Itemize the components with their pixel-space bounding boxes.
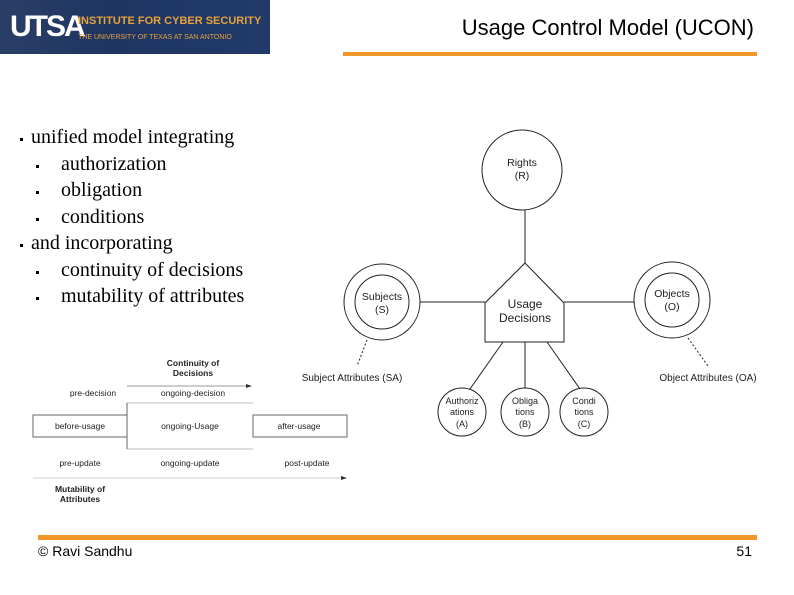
pre-update-label: pre-update — [59, 458, 100, 468]
mutability-label: Attributes — [60, 494, 100, 504]
obligations-label: (B) — [519, 419, 531, 429]
ucon-model-diagram — [343, 129, 711, 437]
mutability-label: Mutability of — [55, 484, 105, 494]
rights-node — [481, 129, 563, 211]
conditions-node — [559, 387, 609, 437]
objects-label: Objects — [654, 288, 690, 300]
ongoing-usage-label: ongoing-Usage — [161, 421, 219, 431]
utsa-logo: UTSA INSTITUTE FOR CYBER SECURITY THE UN… — [0, 0, 270, 54]
sub-bullet-item: continuity of decisions — [20, 257, 244, 284]
ongoing-decision-label: ongoing-decision — [161, 388, 226, 398]
subjects-label: (S) — [375, 304, 389, 316]
footer-rule — [38, 535, 757, 540]
subjects-label: Subjects — [362, 291, 402, 303]
rights-label: Rights — [507, 157, 537, 169]
ucon-model-labels: Rights (R) Subjects (S) Objects (O) Usag… — [302, 157, 757, 429]
logo-institute: INSTITUTE FOR CYBER SECURITY — [78, 15, 262, 27]
conditions-label: tions — [574, 407, 594, 417]
obligations-label: tions — [515, 407, 535, 417]
page-number: 51 — [736, 543, 752, 559]
sub-bullet-item: obligation — [20, 177, 244, 204]
usage-decisions-node — [484, 262, 565, 343]
continuity-label: Continuity of — [167, 358, 220, 368]
conditions-label: Condi — [572, 396, 596, 406]
pre-decision-label: pre-decision — [70, 388, 117, 398]
sub-bullet-item: conditions — [20, 204, 244, 231]
sub-bullet-item: mutability of attributes — [20, 283, 244, 310]
slide-title: Usage Control Model (UCON) — [461, 15, 754, 40]
bullet-list: unified model integrating authorization … — [20, 124, 244, 310]
continuity-label: Decisions — [173, 368, 213, 378]
before-usage-label: before-usage — [55, 421, 105, 431]
logo-wordmark: UTSA — [10, 10, 86, 43]
objects-label: (O) — [664, 301, 679, 313]
subject-attributes-label: Subject Attributes (SA) — [302, 373, 403, 384]
authorizations-label: (A) — [456, 419, 468, 429]
usage-decisions-label: Usage — [508, 297, 543, 311]
obligations-label: Obliga — [512, 396, 538, 406]
after-usage-box — [252, 414, 348, 438]
authorizations-label: ations — [450, 407, 475, 417]
conditions-label: (C) — [578, 419, 591, 429]
after-usage-label: after-usage — [278, 421, 321, 431]
title-rule — [343, 52, 757, 56]
object-attributes-label: Object Attributes (OA) — [659, 373, 756, 384]
obligations-node — [500, 387, 550, 437]
objects-node — [633, 261, 711, 339]
authorizations-node — [437, 387, 487, 437]
rights-label: (R) — [515, 170, 530, 182]
sub-bullet-item: authorization — [20, 151, 244, 178]
subjects-node — [343, 263, 421, 341]
bullet-item: unified model integrating — [20, 124, 244, 151]
logo-university: THE UNIVERSITY OF TEXAS AT SAN ANTONIO — [78, 34, 232, 41]
usage-timeline-diagram: Continuity of Decisions pre-decision ong… — [32, 358, 348, 504]
ongoing-update-label: ongoing-update — [160, 458, 219, 468]
usage-decisions-label: Decisions — [499, 311, 551, 325]
authorizations-label: Authoriz — [445, 396, 479, 406]
post-update-label: post-update — [285, 458, 330, 468]
footer-copyright: © Ravi Sandhu — [38, 543, 133, 559]
bullet-item: and incorporating — [20, 230, 244, 257]
